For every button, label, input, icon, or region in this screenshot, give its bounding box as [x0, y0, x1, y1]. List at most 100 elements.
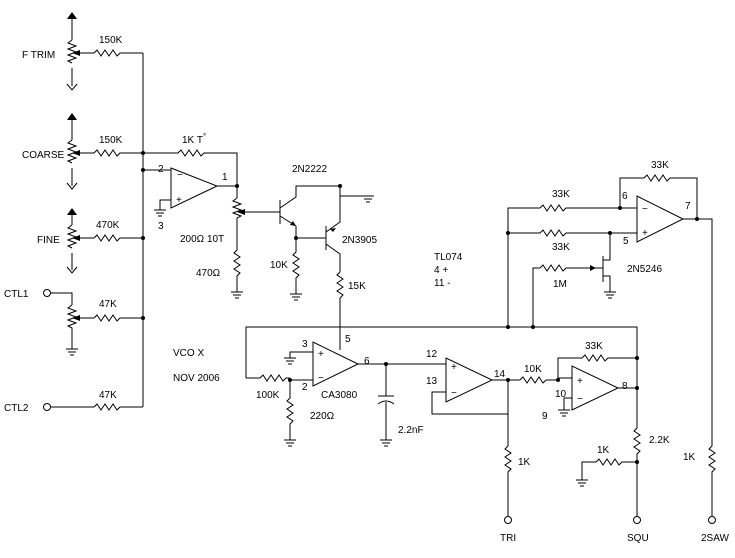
q2-label: 2N3905: [342, 235, 377, 246]
trim-pot-label: 200Ω 10T: [180, 234, 224, 245]
pin-label: 2: [158, 164, 164, 175]
resistor-ftrim: [93, 49, 143, 57]
r-470-label: 470Ω: [196, 268, 221, 279]
comparator-opamp: + −: [558, 365, 637, 411]
pin-label: 10: [555, 389, 567, 400]
pin-label: 6: [364, 356, 370, 367]
q1-label: 2N2222: [292, 164, 327, 175]
pin-label: 13: [426, 376, 438, 387]
svg-text:−: −: [177, 170, 183, 181]
ground-icon: [154, 209, 166, 217]
squ-output-jack[interactable]: [633, 516, 641, 524]
resistor-15k: [336, 271, 344, 350]
fine-label: FINE: [37, 235, 60, 246]
tri-output-jack[interactable]: [504, 516, 512, 524]
pin-label: 3: [302, 339, 308, 350]
r-1k-bias-label: 1K: [597, 445, 610, 456]
resistor-470: [233, 240, 241, 292]
pin-label: 8: [622, 381, 628, 392]
title-name: VCO X: [173, 348, 204, 359]
svg-text:−: −: [451, 388, 457, 399]
pin-label: 5: [345, 334, 351, 345]
resistor-33k-comp: [557, 354, 639, 390]
r-220-label: 220Ω: [310, 411, 335, 422]
saw-input-bus: [506, 207, 540, 329]
trim-pot-200[interactable]: [231, 186, 280, 240]
r-ctl2-label: 47K: [99, 390, 117, 401]
r-1m-label: 1M: [553, 279, 567, 290]
resistor-33k-a: [539, 204, 637, 212]
ctl2-label: CTL2: [4, 403, 29, 414]
timing-capacitor: [377, 362, 395, 440]
f-trim-pot[interactable]: [66, 14, 94, 86]
r-15k-label: 15K: [348, 281, 366, 292]
resistor-1k-tri: [504, 380, 512, 516]
jfet-label: 2N5246: [627, 264, 662, 275]
ctl2-jack[interactable]: [43, 403, 95, 411]
pin-label: 1: [222, 172, 228, 183]
ground-icon: [284, 357, 296, 365]
opamp-info-line2: 4 +: [434, 265, 448, 276]
pin-label: 12: [426, 349, 438, 360]
opamp-info-line1: TL074: [434, 252, 463, 263]
transistor-q1: [279, 184, 368, 240]
ground-icon: [576, 479, 588, 487]
r-2-2k-label: 2.2K: [649, 435, 670, 446]
coarse-supply-arrows: [66, 113, 78, 190]
svg-text:+: +: [451, 362, 457, 373]
pin-label: 14: [494, 369, 506, 380]
f-trim-label: F TRIM: [22, 50, 55, 61]
tri-output-label: TRI: [500, 533, 516, 544]
transistor-q2: [296, 186, 341, 272]
f-trim-supply-arrows: [66, 12, 78, 91]
r-33k-b-label: 33K: [552, 242, 570, 253]
jfet-2n5246[interactable]: [532, 231, 612, 327]
r-1k-saw-label: 1K: [683, 452, 696, 463]
saw-output-jack[interactable]: [708, 516, 716, 524]
resistor-ctl1: [93, 314, 143, 322]
pin-label: 3: [158, 221, 164, 232]
resistor-ctl2: [93, 403, 143, 411]
ground-icon: [362, 195, 374, 203]
coarse-pot[interactable]: [66, 116, 94, 186]
r-ftrim-label: 150K: [99, 35, 123, 46]
ground-icon: [66, 345, 78, 356]
squ-output-label: SQU: [627, 533, 649, 544]
ctl1-jack[interactable]: [43, 289, 95, 346]
resistor-tempco: [143, 149, 238, 186]
pin-label: 2: [302, 382, 308, 393]
summing-opamp: − +: [143, 167, 239, 210]
r-coarse-label: 150K: [99, 135, 123, 146]
svg-text:+: +: [176, 195, 182, 206]
r-33k-fb-label: 33K: [651, 160, 669, 171]
pin-label: 9: [542, 411, 548, 422]
svg-text:+: +: [318, 349, 324, 360]
pin-label: 6: [622, 191, 628, 202]
buffer-opamp: + −: [386, 357, 520, 415]
opamp-info-line3: 11 -: [434, 278, 451, 289]
resistor-10k-base: [292, 238, 300, 294]
summing-bus: [141, 53, 145, 407]
pin-label: 5: [623, 236, 629, 247]
ground-icon: [284, 439, 296, 447]
r-fine-label: 470K: [96, 220, 120, 231]
svg-text:−: −: [577, 394, 583, 405]
svg-text:+: +: [577, 376, 583, 387]
ground-icon: [380, 439, 392, 447]
r-tempco-label: 1K T°: [182, 132, 206, 146]
resistor-10k-comp: [519, 376, 560, 384]
ctl1-label: CTL1: [4, 289, 29, 300]
r-10k-comp-label: 10K: [524, 364, 542, 375]
tempco-degree: °: [203, 132, 206, 141]
r-10k-base-label: 10K: [270, 260, 288, 271]
resistor-100k: [246, 374, 292, 382]
r-33k-comp-label: 33K: [585, 341, 603, 352]
fine-pot[interactable]: [66, 211, 94, 270]
resistor-220: [286, 380, 294, 440]
resistor-1k-saw: [697, 218, 716, 516]
saw-output-label: 2SAW: [701, 533, 730, 544]
r-100k-label: 100K: [256, 390, 280, 401]
ota-label: CA3080: [321, 390, 358, 401]
ground-icon: [558, 409, 570, 417]
